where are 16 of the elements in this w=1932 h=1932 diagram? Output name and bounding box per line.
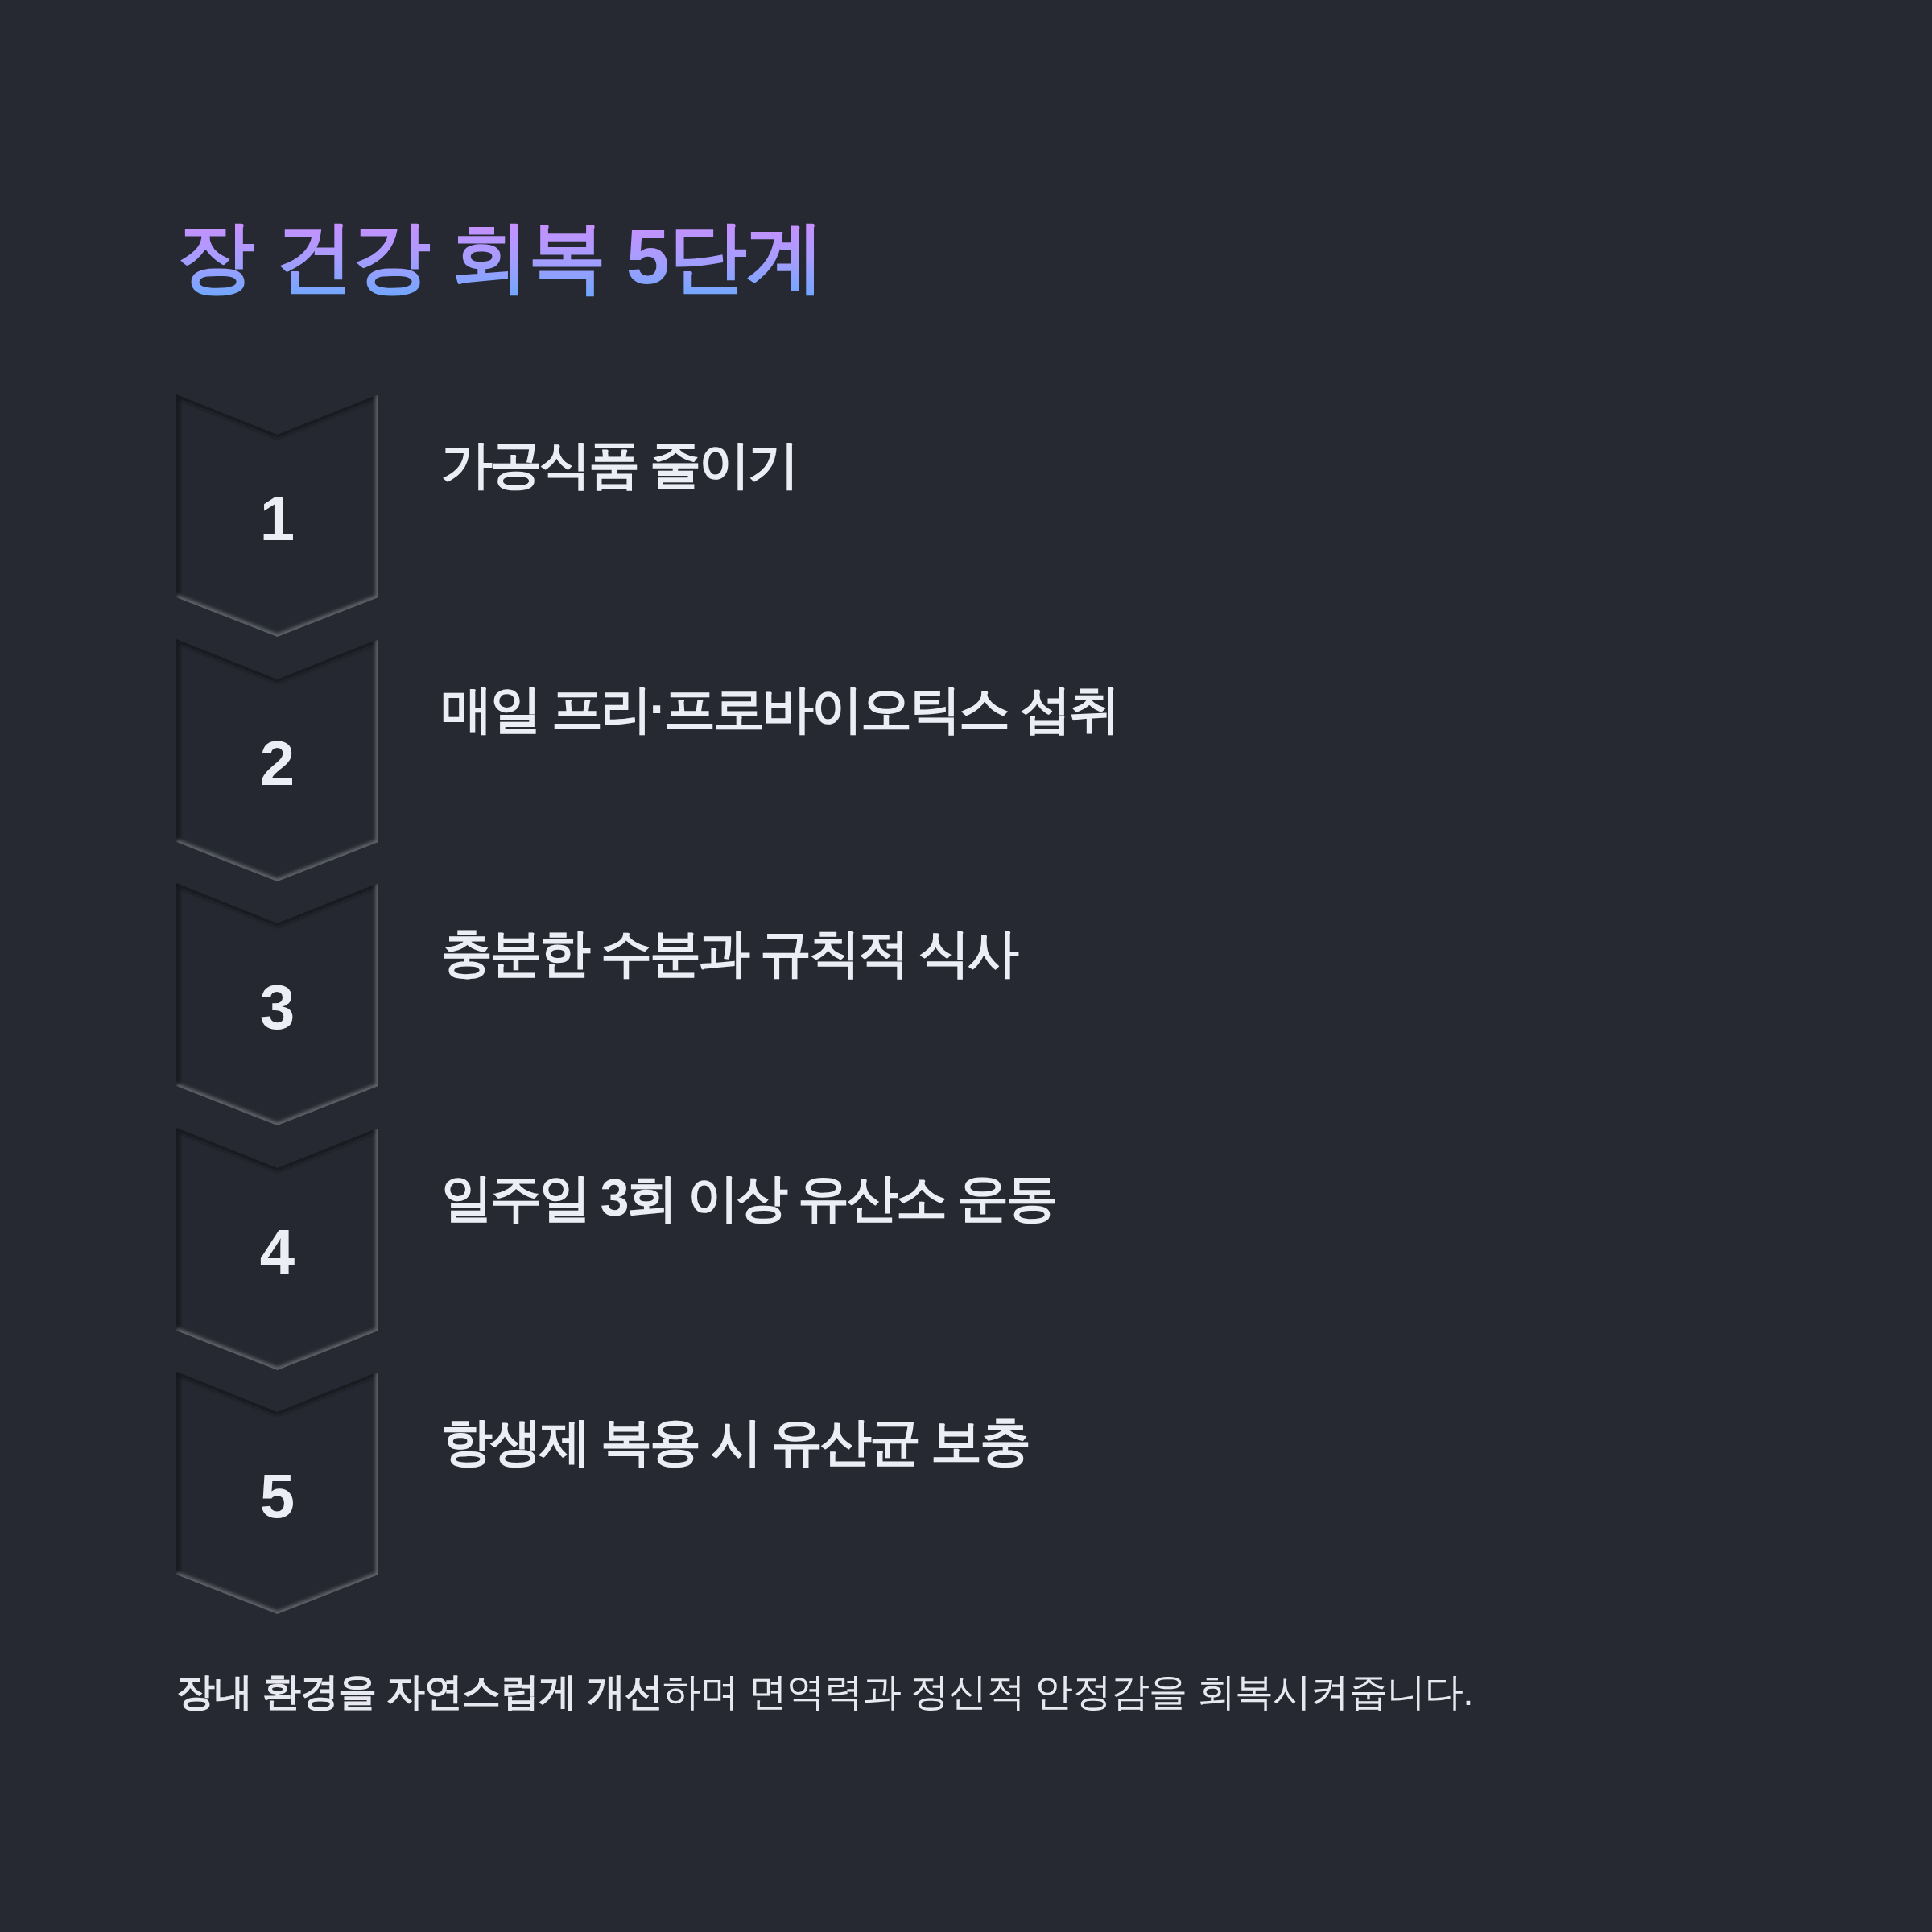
- step-number: 2: [259, 731, 295, 795]
- chevron-shape: [176, 638, 378, 881]
- chevron-shape: [176, 394, 378, 637]
- step-label: 가공식품 줄이기: [441, 436, 797, 495]
- step-label: 충분한 수분과 규칙적 식사: [441, 924, 1018, 984]
- chevron-shape: [176, 883, 378, 1125]
- caption: 장내 환경을 자연스럽게 개선하며 면역력과 정신적 안정감을 회복시켜줍니다.: [176, 1670, 1473, 1715]
- step-label: 항생제 복용 시 유산균 보충: [441, 1413, 1030, 1472]
- chevron-shape: [176, 1127, 378, 1370]
- step-number: 1: [259, 487, 295, 550]
- chevron-shape: [176, 1372, 378, 1614]
- step-label: 일주일 3회 이상 유산소 운동: [441, 1168, 1055, 1228]
- step-label: 매일 프리·프로바이오틱스 섭취: [441, 679, 1118, 740]
- step-number: 3: [259, 976, 295, 1038]
- step-number: 5: [259, 1464, 295, 1527]
- step-number: 4: [259, 1220, 295, 1283]
